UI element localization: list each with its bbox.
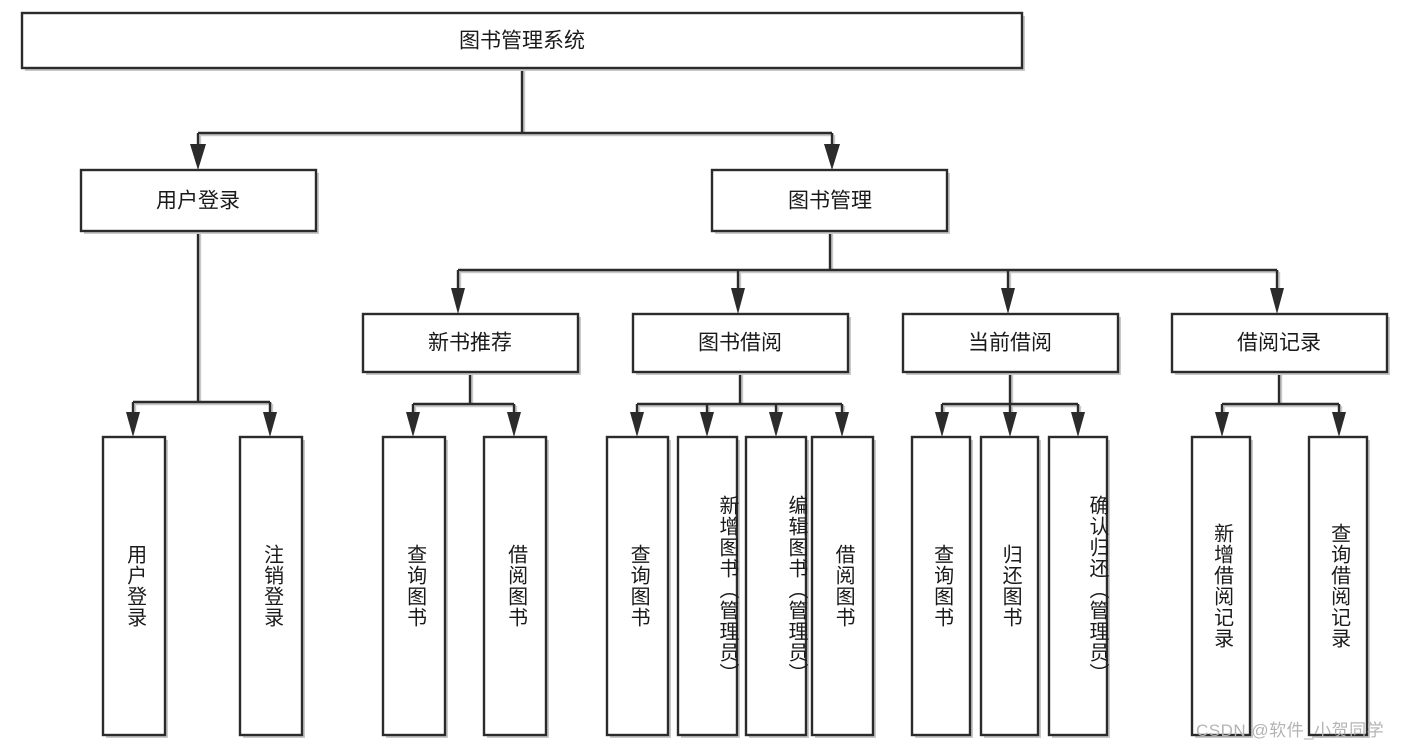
- leaf-box-logout-login[interactable]: [238, 435, 304, 737]
- node-current-borrow[interactable]: 当前借阅: [901, 312, 1121, 375]
- node-current-borrow-label: 当前借阅: [968, 332, 1052, 355]
- leaf-box-edit-book[interactable]: [744, 435, 808, 737]
- node-book-borrow-label: 图书借阅: [698, 332, 782, 355]
- connector-newbook-to-leaves: [406, 373, 521, 437]
- node-user-login[interactable]: 用户登录: [79, 168, 319, 234]
- leaf-box-confirm-return[interactable]: [1047, 435, 1109, 737]
- node-new-book-recommend[interactable]: 新书推荐: [361, 312, 581, 375]
- leaf-box-user-login[interactable]: [101, 435, 167, 737]
- csdn-watermark: CSDN @软件_小贺同学: [1196, 721, 1385, 740]
- leaf-box-return-book[interactable]: [979, 435, 1040, 737]
- connector-bookmanage-to-level3: [451, 232, 1284, 314]
- connector-userlogin-to-leaves: [126, 232, 277, 437]
- node-book-manage[interactable]: 图书管理: [710, 168, 950, 234]
- node-borrow-record-label: 借阅记录: [1237, 332, 1321, 355]
- node-book-borrow[interactable]: 图书借阅: [631, 312, 851, 375]
- node-borrow-record[interactable]: 借阅记录: [1170, 312, 1390, 375]
- node-new-book-recommend-label: 新书推荐: [428, 332, 512, 355]
- leaf-boxes: [101, 435, 1370, 738]
- leaf-box-borrow-book-2[interactable]: [810, 435, 875, 737]
- leaf-box-add-book[interactable]: [676, 435, 739, 737]
- connector-bookborrow-to-leaves: [630, 373, 849, 437]
- node-root[interactable]: 图书管理系统: [20, 11, 1025, 71]
- leaf-box-query-record[interactable]: [1307, 435, 1369, 737]
- node-user-login-label: 用户登录: [156, 190, 240, 213]
- leaf-box-query-book-3[interactable]: [910, 435, 972, 737]
- connector-root-to-level2: [190, 69, 840, 170]
- connector-borrowrecord-to-leaves: [1215, 373, 1346, 437]
- connector-currentborrow-to-leaves: [935, 373, 1085, 437]
- node-root-label: 图书管理系统: [459, 30, 585, 53]
- leaf-box-borrow-book-1[interactable]: [482, 435, 548, 737]
- leaf-box-query-book-1[interactable]: [381, 435, 447, 737]
- leaf-box-query-book-2[interactable]: [605, 435, 670, 737]
- leaf-box-add-record[interactable]: [1190, 435, 1252, 737]
- node-book-manage-label: 图书管理: [788, 190, 872, 213]
